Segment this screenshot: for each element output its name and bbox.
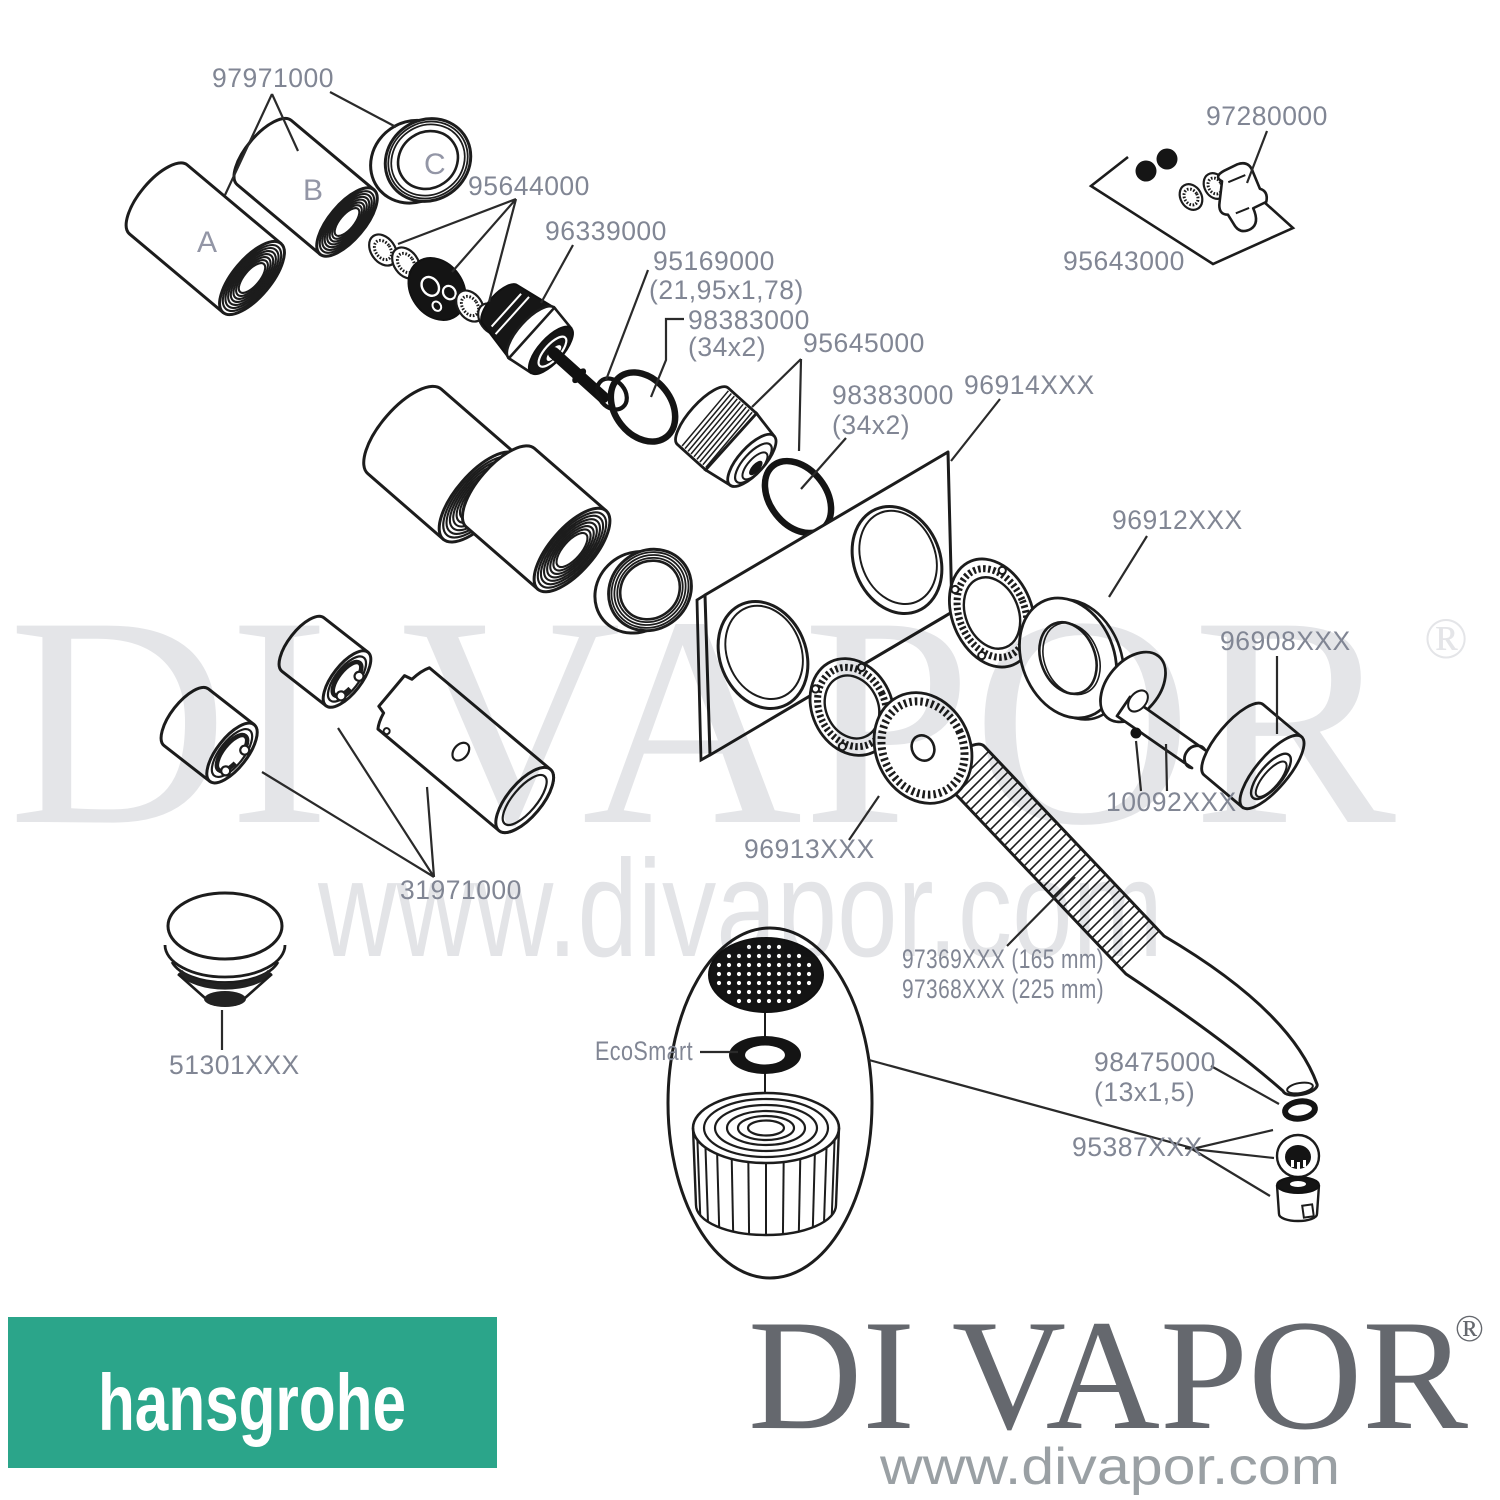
leader-95645000 — [751, 358, 803, 452]
divapor-logo-text: DI VAPOR — [748, 1288, 1469, 1463]
sleeve-b — [232, 116, 379, 258]
leader-95387 — [1184, 1128, 1275, 1197]
clip-cup-1 — [159, 685, 259, 785]
part-label-98475000: 98475000 — [1094, 1047, 1216, 1077]
part-label-95645000: 95645000 — [803, 328, 925, 358]
part-label-97280000: 97280000 — [1206, 101, 1328, 131]
union-connector-95645 — [674, 385, 778, 488]
part-label-98475000-size: (13x1,5) — [1094, 1077, 1195, 1107]
part-label-96914xxx: 96914XXX — [964, 370, 1095, 400]
leader-97280000 — [1245, 130, 1269, 184]
leader-96913 — [848, 795, 880, 841]
sleeve-c-ring — [369, 117, 473, 205]
escutcheon-disc-96913 — [872, 691, 974, 805]
watermark-registered-icon: ® — [1424, 606, 1468, 671]
washer-small-1 — [368, 233, 398, 267]
section-letter-c: C — [424, 148, 446, 181]
part-label-95644000: 95644000 — [468, 171, 590, 201]
leader-ecosmart-bubble-link — [868, 1058, 1193, 1150]
service-set-95643 — [1088, 148, 1296, 266]
hansgrohe-logo-box — [8, 1317, 497, 1468]
aerator-insert-detail — [691, 1091, 841, 1237]
exploded-parts-drawing — [124, 116, 1321, 1280]
part-label-98383000-b-size: (34x2) — [832, 410, 910, 440]
part-label-98383000-a: 98383000 — [688, 305, 810, 335]
part-label-97369xxx: 97369XXX (165 mm) — [902, 944, 1104, 974]
leader-95644000 — [397, 197, 518, 303]
part-label-97971000: 97971000 — [212, 63, 334, 93]
aerator-top-ring — [1275, 1133, 1321, 1179]
serrated-flange-bottom — [808, 657, 896, 757]
part-label-97368xxx: 97368XXX (225 mm) — [902, 974, 1104, 1004]
part-label-31971000: 31971000 — [400, 875, 522, 905]
divapor-url-text: www.divapor.com — [879, 1438, 1340, 1496]
section-letter-b: B — [303, 174, 323, 207]
leader-31971000 — [261, 727, 436, 878]
part-label-51301xxx: 51301XXX — [169, 1050, 300, 1080]
washer-set-1 — [1178, 183, 1204, 211]
o-ring-small-95169 — [595, 376, 629, 412]
hansgrohe-logo-text: hansgrohe — [98, 1358, 406, 1447]
aerator-screen — [708, 937, 824, 1013]
part-label-10092xxx: 10092XXX — [1106, 787, 1237, 817]
part-label-95169000-size: (21,95x1,78) — [649, 275, 804, 305]
part-label-98383000-b: 98383000 — [832, 380, 954, 410]
lever-handle — [1099, 650, 1207, 770]
threaded-ring — [593, 547, 693, 635]
leader-lines — [220, 91, 1280, 1197]
part-label-95169000: 95169000 — [653, 246, 775, 276]
part-label-96908xxx: 96908XXX — [1220, 626, 1351, 656]
clip-cup-2 — [277, 614, 373, 709]
part-label-ecosmart: EcoSmart — [595, 1036, 693, 1066]
sleeve-a — [124, 161, 286, 317]
watermark-divapor-text: DI VAPOR — [8, 555, 1397, 887]
retainer-clip-97280 — [1216, 161, 1269, 233]
aerator-body — [1275, 1176, 1321, 1223]
part-label-95387xxx: 95387XXX — [1072, 1132, 1203, 1162]
part-label-95643000: 95643000 — [1063, 246, 1185, 276]
basin-waste-plug — [163, 891, 287, 1007]
leader-97971000 — [224, 91, 397, 196]
valve-cartridge — [480, 283, 609, 404]
leader-98383000b — [800, 437, 847, 490]
spout-housing — [376, 666, 556, 835]
leader-95169000 — [604, 269, 650, 381]
watermark: DI VAPOR ® www.divapor.com — [8, 555, 1468, 986]
leader-98475000 — [1210, 1065, 1280, 1105]
footer: hansgrohe DI VAPOR ® www.divapor.com — [8, 1288, 1484, 1496]
leader-96912 — [1108, 535, 1148, 598]
leader-10092 — [1134, 740, 1169, 792]
escutcheon-ring-96912 — [1018, 596, 1125, 721]
spout-pipe — [943, 742, 1319, 1097]
threaded-sleeve-2 — [460, 444, 612, 594]
o-ring-13x15 — [1282, 1098, 1318, 1122]
serrated-flange-top — [947, 557, 1037, 669]
leader-98383000a — [649, 317, 684, 398]
part-label-96913xxx: 96913XXX — [744, 834, 875, 864]
part-label-96339000: 96339000 — [545, 216, 667, 246]
leader-96914 — [950, 398, 1001, 462]
leader-97369 — [1006, 876, 1076, 947]
part-labels: 97971000 95644000 96339000 95169000 (21,… — [169, 63, 1351, 1162]
cartridge-retainer-disc — [407, 257, 467, 321]
o-ring-34x2-a — [607, 369, 679, 445]
watermark-url-text: www.divapor.com — [317, 832, 1163, 986]
part-label-96912xxx: 96912XXX — [1112, 505, 1243, 535]
leader-96339000 — [540, 244, 574, 304]
section-letter-a: A — [197, 226, 217, 259]
ecosmart-detail-bubble — [666, 926, 874, 1280]
part-label-98383000-a-size: (34x2) — [688, 332, 766, 362]
divapor-registered-icon: ® — [1455, 1308, 1484, 1350]
